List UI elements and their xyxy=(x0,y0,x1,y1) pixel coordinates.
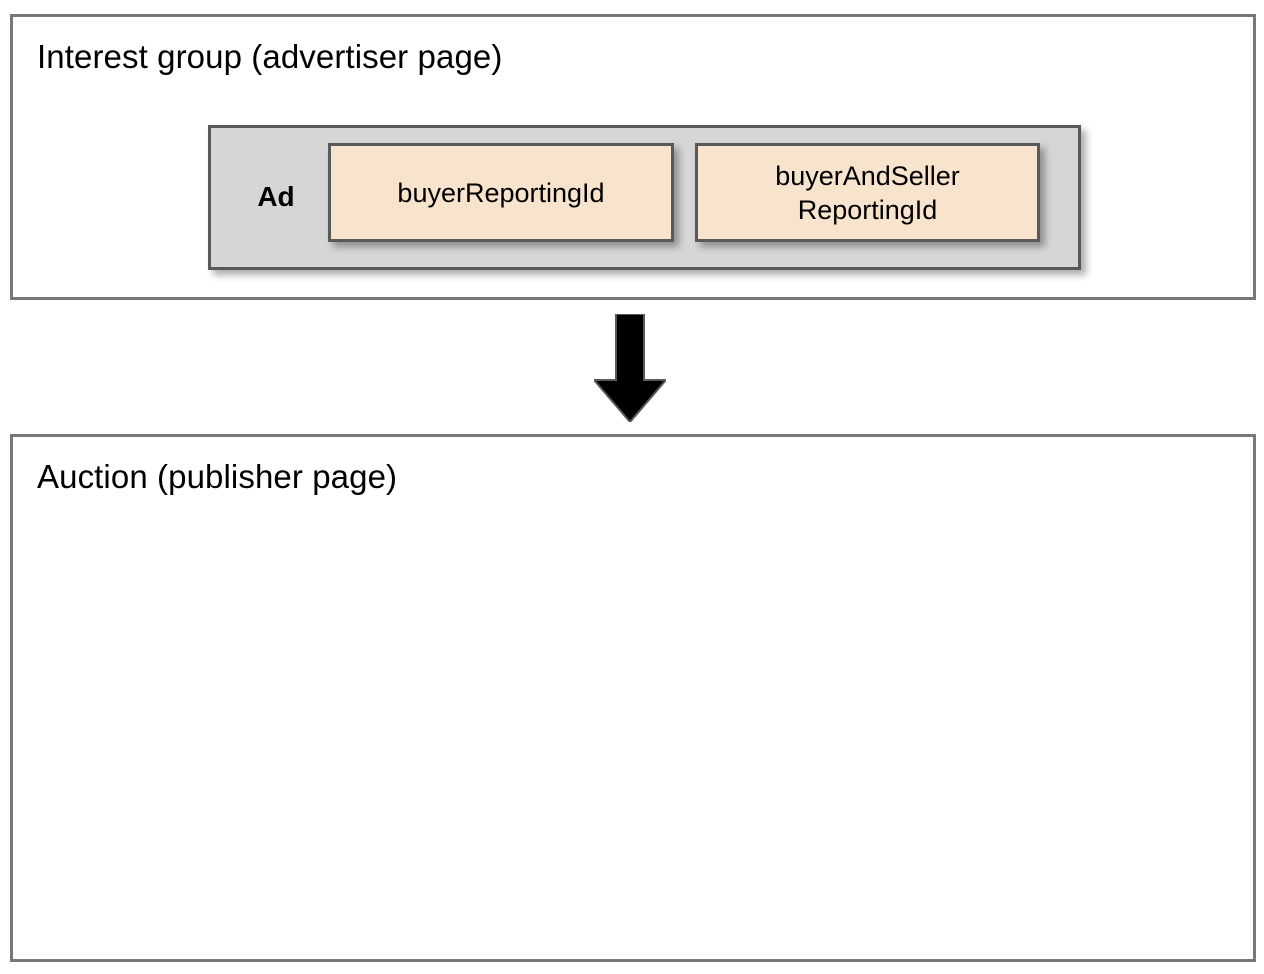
field-buyer-reporting-id: buyerReportingId xyxy=(328,143,674,242)
field-buyer-reporting-id-label: buyerReportingId xyxy=(397,177,605,208)
field-buyer-and-seller-reporting-id: buyerAndSeller ReportingId xyxy=(695,143,1040,242)
section-auction: Auction (publisher page) reportResult() … xyxy=(10,434,1256,962)
ad-label: Ad xyxy=(257,181,295,212)
down-arrow-icon xyxy=(591,313,669,424)
section-title-auction: Auction (publisher page) xyxy=(37,458,398,495)
field-buyer-and-seller-reporting-id-label: buyerAndSeller ReportingId xyxy=(775,160,960,225)
section-interest-group: Interest group (advertiser page) Ad buye… xyxy=(10,14,1256,300)
section-title-interest-group: Interest group (advertiser page) xyxy=(37,38,503,75)
